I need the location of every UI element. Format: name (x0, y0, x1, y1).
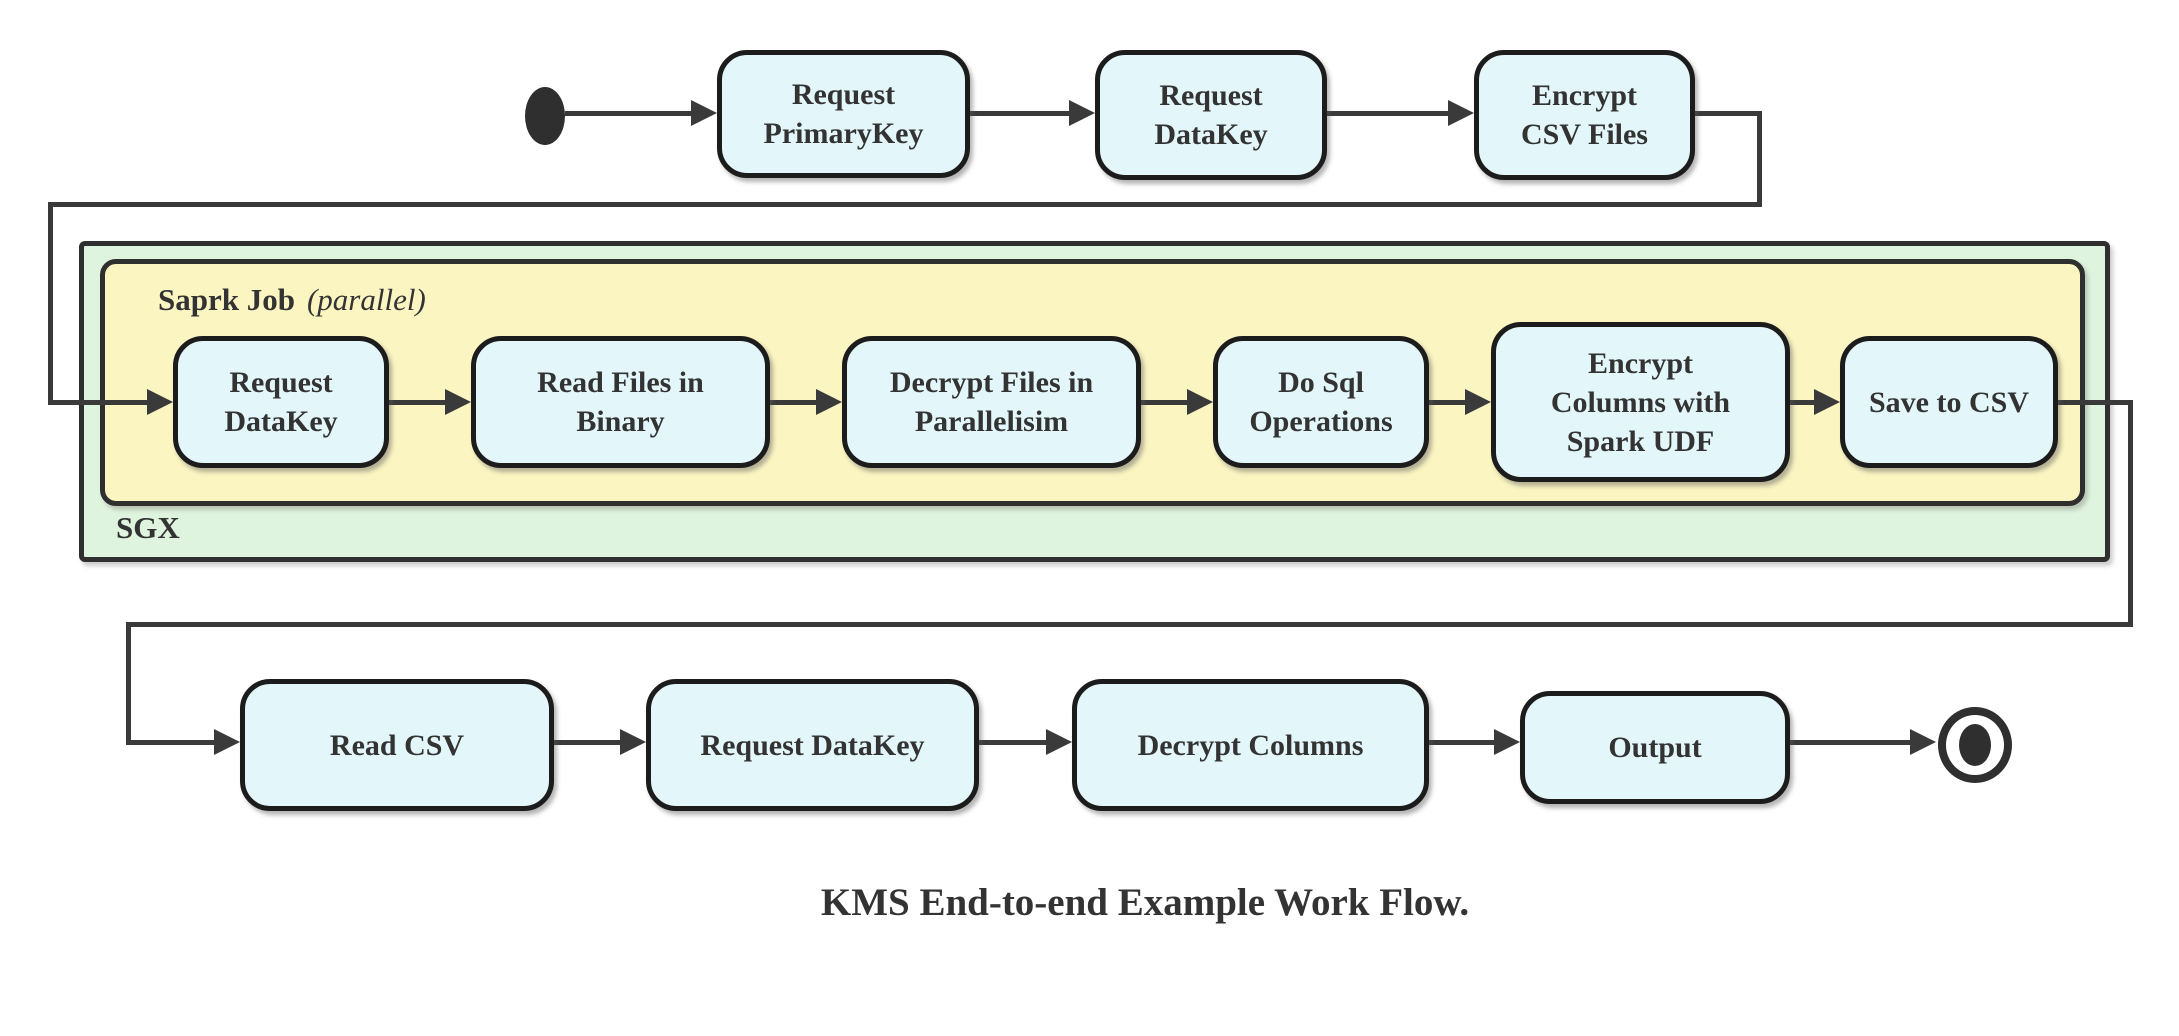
edge-do-sql-to-encrypt-columns (1429, 400, 1465, 405)
arrowhead-end-node (1910, 729, 1936, 755)
sgx-label: SGX (116, 510, 180, 545)
diagram-caption: KMS End-to-end Example Work Flow. (820, 881, 1470, 924)
activity-request-datakey-bottom: Request DataKey (646, 679, 979, 811)
arrowhead-request-datakey-top (1069, 100, 1095, 126)
activity-output: Output (1520, 691, 1790, 804)
edge-loop-left-down (48, 202, 53, 405)
activity-decrypt-columns: Decrypt Columns (1072, 679, 1429, 811)
edge-loop2-left-down (126, 622, 131, 745)
activity-read-files-in-binary: Read Files in Binary (471, 336, 770, 468)
edge-encrypt-columns-to-save-csv (1790, 400, 1814, 405)
edge-datakey-to-decrypt-columns (979, 740, 1046, 745)
edge-enter-sgx (48, 400, 147, 405)
arrowhead-decrypt-files (816, 389, 842, 415)
edge-decrypt-columns-to-output (1429, 740, 1494, 745)
activity-encrypt-columns-with-spark-udf: Encrypt Columns with Spark UDF (1491, 322, 1790, 482)
arrowhead-sgx-request-datakey (147, 389, 173, 415)
edge-enter-read-csv (126, 740, 214, 745)
arrowhead-output (1494, 729, 1520, 755)
edge-save-csv-exit (2058, 400, 2133, 405)
spark-job-qualifier: (parallel) (306, 282, 426, 317)
spark-job-label: Saprk Job (parallel) (158, 282, 426, 318)
spark-job-title: Saprk Job (158, 282, 295, 317)
activity-decrypt-files-in-parallelisim: Decrypt Files in Parallelisim (842, 336, 1141, 468)
activity-read-csv: Read CSV (240, 679, 554, 811)
arrowhead-encrypt-csv-files (1448, 100, 1474, 126)
edge-encrypt-csv-exit (1695, 111, 1762, 116)
activity-request-primarykey: Request PrimaryKey (717, 50, 970, 178)
arrowhead-read-csv (214, 729, 240, 755)
arrowhead-decrypt-columns (1046, 729, 1072, 755)
activity-save-to-csv: Save to CSV (1840, 336, 2058, 468)
arrowhead-encrypt-columns (1465, 389, 1491, 415)
edge-output-to-end (1790, 740, 1910, 745)
edge-loop-across-top (48, 202, 1762, 207)
arrowhead-save-to-csv (1814, 389, 1840, 415)
initial-state-node (525, 87, 565, 145)
activity-do-sql-operations: Do Sql Operations (1213, 336, 1429, 468)
edge-loop2-right-down (2128, 400, 2133, 627)
edge-datakey-to-encrypt-csv (1327, 111, 1448, 116)
activity-encrypt-csv-files: Encrypt CSV Files (1474, 50, 1695, 180)
edge-read-csv-to-request-datakey (554, 740, 620, 745)
edge-datakey-to-read-files (389, 400, 445, 405)
arrowhead-do-sql (1187, 389, 1213, 415)
activity-request-datakey-sgx: Request DataKey (173, 336, 389, 468)
edge-start-to-request-primarykey (565, 111, 691, 116)
edge-primarykey-to-datakey (970, 111, 1069, 116)
activity-request-datakey-top: Request DataKey (1095, 50, 1327, 180)
arrowhead-request-datakey-bottom (620, 729, 646, 755)
edge-loop-right-down (1757, 111, 1762, 207)
arrowhead-request-primarykey (691, 100, 717, 126)
final-state-inner-dot (1959, 724, 1991, 766)
final-state-node (1938, 707, 2012, 783)
edge-decrypt-files-to-do-sql (1141, 400, 1187, 405)
arrowhead-read-files (445, 389, 471, 415)
edge-loop2-across (126, 622, 2133, 627)
edge-read-files-to-decrypt-files (770, 400, 816, 405)
